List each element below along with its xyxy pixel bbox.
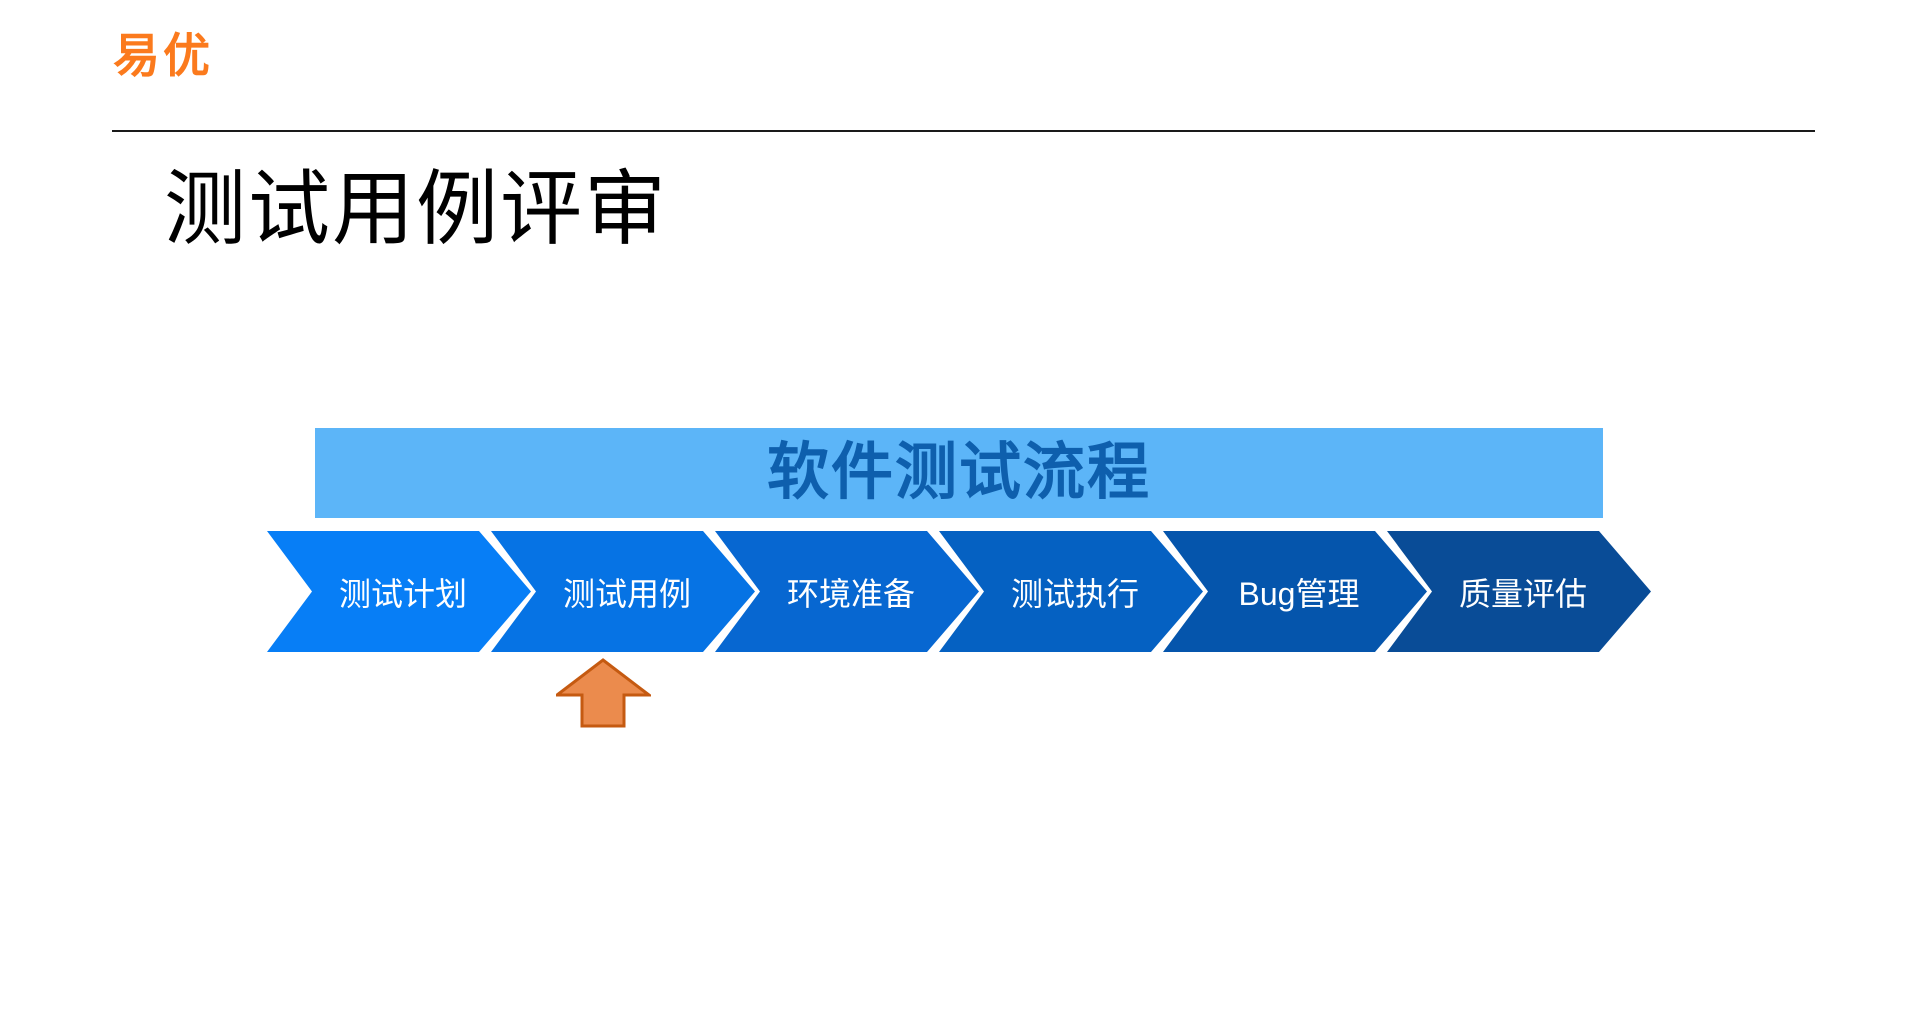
- flow-step-label: 测试执行: [1010, 575, 1139, 612]
- flow-step-label: 环境准备: [786, 575, 915, 612]
- header-divider: [112, 130, 1815, 132]
- flow-step-1: 测试计划: [267, 531, 531, 652]
- flow-step-label: Bug管理: [1238, 575, 1360, 612]
- brand-logo: 易优: [113, 29, 213, 82]
- flow-step-label: 质量评估: [1458, 575, 1587, 612]
- up-arrow-shape: [556, 658, 651, 728]
- flow-header-banner: 软件测试流程: [315, 428, 1603, 518]
- up-arrow-indicator: [556, 658, 651, 728]
- process-flow: 测试计划 测试用例 环境准备 测试执行 Bug管理 质量评估: [267, 531, 1653, 652]
- flow-step-5: Bug管理: [1163, 531, 1427, 652]
- flow-step-label: 测试计划: [338, 575, 467, 612]
- page-title: 测试用例评审: [164, 164, 669, 255]
- flow-step-label: 测试用例: [562, 575, 691, 612]
